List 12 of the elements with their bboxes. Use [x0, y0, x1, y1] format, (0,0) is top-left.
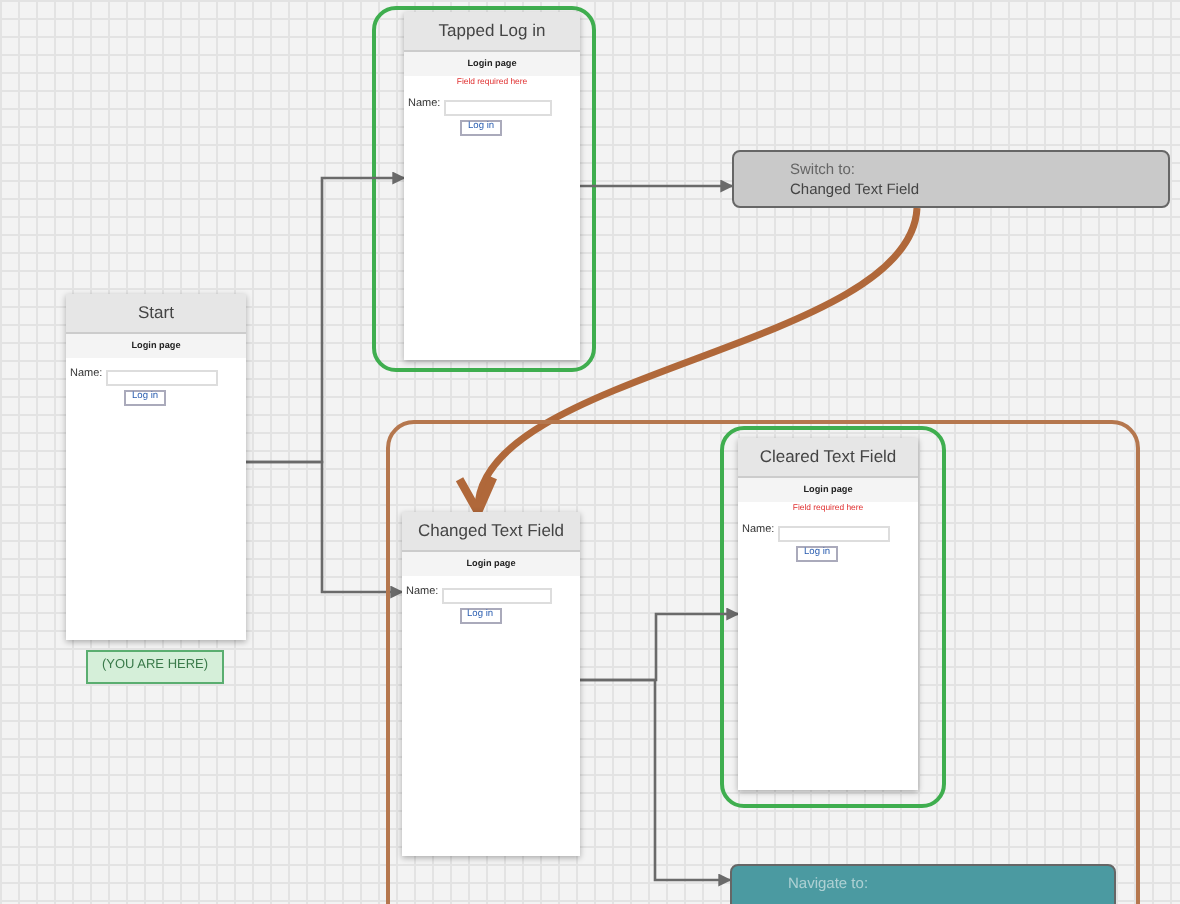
arrow [246, 460, 404, 599]
screen-title: Tapped Log in [404, 12, 580, 52]
screen-mockup [404, 12, 580, 360]
screen-title: Start [66, 294, 246, 334]
arrow [580, 179, 734, 193]
group-outline [386, 420, 1140, 904]
screen-mockup [402, 512, 580, 856]
arrow [580, 678, 732, 887]
screen-title: Changed Text Field [402, 512, 580, 552]
action-box [732, 150, 1170, 208]
screen-mockup [738, 438, 918, 790]
screen-mockup [66, 294, 246, 640]
